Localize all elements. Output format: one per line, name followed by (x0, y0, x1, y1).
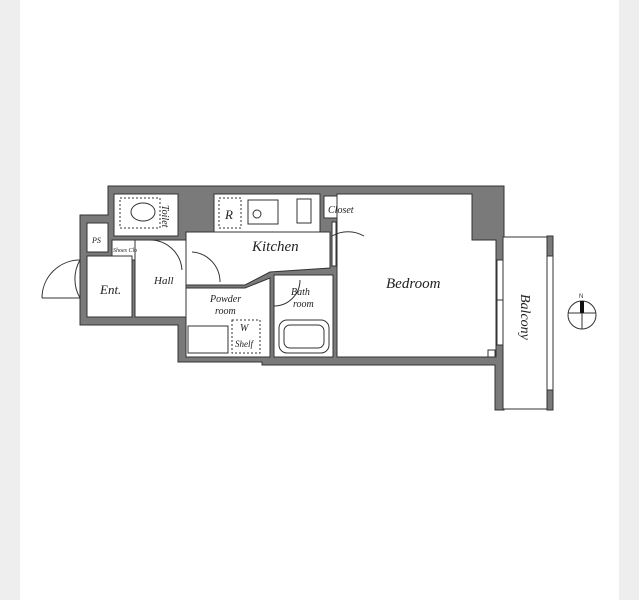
hall-room (134, 239, 187, 318)
fixtures (41, 197, 554, 411)
powder-room-label-line2: room (215, 306, 236, 317)
toilet-room (113, 193, 179, 237)
entrance-room (86, 255, 133, 318)
compass-north-label: N (579, 294, 583, 300)
bath-room-label-line1: Bath (291, 287, 310, 298)
ps-room (86, 222, 109, 253)
toilet-label: Toilet (159, 205, 170, 228)
washer-label: W (240, 323, 250, 334)
entrance-label: Ent. (99, 282, 121, 297)
powder-room (185, 277, 271, 358)
ps-label: PS (91, 236, 101, 245)
room-labels: Toilet PS Shoes Clo Ent. Hall R Kitchen … (91, 205, 532, 349)
bedroom-room (336, 193, 497, 358)
compass-icon: N (567, 294, 597, 330)
refrigerator-label: R (224, 207, 233, 222)
bedroom-label: Bedroom (386, 276, 441, 292)
closet-label: Closet (328, 205, 354, 216)
kitchen-label: Kitchen (251, 239, 299, 255)
balcony-label: Balcony (517, 294, 532, 341)
hall-label: Hall (153, 275, 174, 287)
shoes-closet-label: Shoes Clo (113, 248, 137, 254)
balcony-area (502, 236, 550, 410)
powder-room-label-line1: Powder (209, 294, 241, 305)
bath-room-label-line2: room (293, 299, 314, 310)
shelf-label: Shelf (235, 339, 254, 349)
